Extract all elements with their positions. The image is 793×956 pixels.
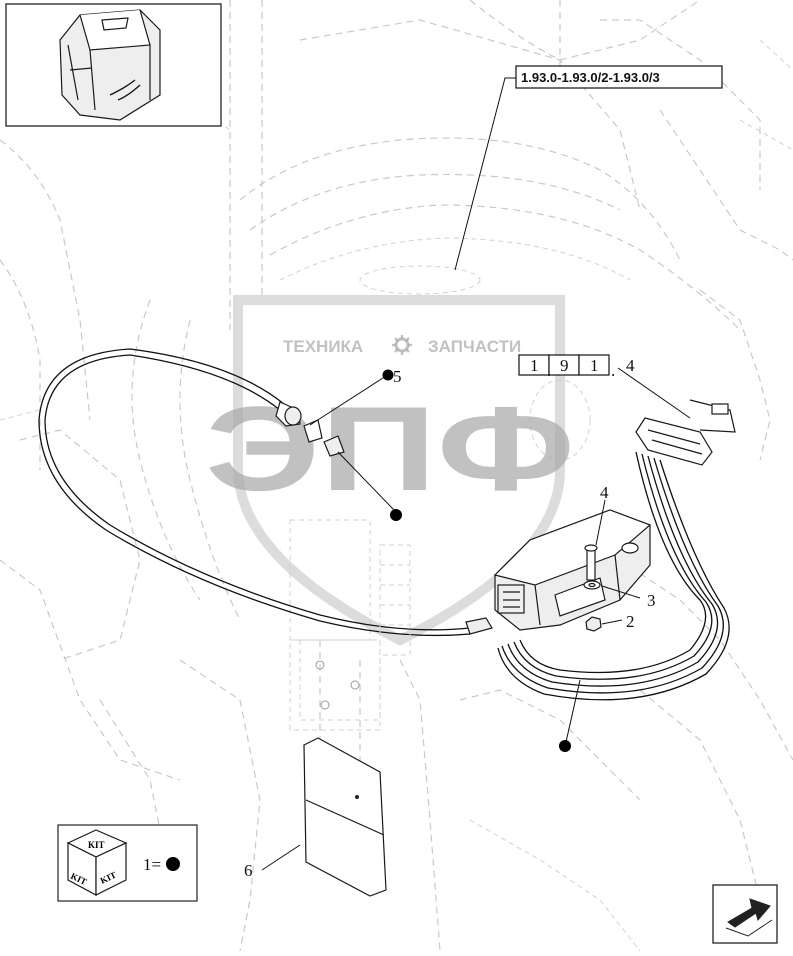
- svg-text:.: .: [611, 361, 615, 380]
- kit-cube-icon: KIT KIT KIT: [66, 829, 128, 897]
- ref-suffix: 4: [626, 356, 635, 375]
- svg-text:.: .: [547, 361, 551, 380]
- watermark-text-right: ЗАПЧАСТИ: [428, 337, 521, 356]
- callout-5: 5: [393, 367, 402, 386]
- sensor-cable: [38, 348, 493, 637]
- gear-icon: [392, 335, 412, 355]
- nut: 2: [585, 612, 635, 632]
- next-page-arrow-icon[interactable]: [712, 884, 778, 944]
- callout-6: 6: [244, 861, 253, 880]
- screw: 4: [584, 483, 609, 581]
- watermark-logo: ЭПФ: [205, 382, 575, 516]
- reference-label-mid: 1 9 1 . . 4: [518, 354, 691, 419]
- watermark-text-left: ТЕХНИКА: [283, 337, 363, 356]
- bracket-clip: 5: [303, 367, 402, 457]
- fuse-panel: [289, 544, 411, 731]
- kit-legend: KIT KIT KIT 1=: [57, 824, 198, 902]
- label-plate: 6: [244, 737, 387, 897]
- reference-label-top-text: 1.93.0-1.93.0/2-1.93.0/3: [521, 70, 660, 85]
- ref-box-1: 1: [530, 356, 539, 375]
- kit-equation: 1=: [143, 855, 161, 874]
- reference-label-top: 1.93.0-1.93.0/2-1.93.0/3: [454, 65, 723, 271]
- callout-4: 4: [600, 483, 609, 502]
- callout-2: 2: [626, 612, 635, 631]
- wiring-harness: [497, 451, 730, 701]
- callout-3: 3: [647, 591, 656, 610]
- thumbnail-cab-icon: [5, 3, 222, 127]
- kit-dot-lower: [559, 679, 581, 752]
- connector-block: [635, 399, 736, 466]
- watermark: ТЕХНИКА ЗАПЧАСТИ ЭПФ: [205, 295, 575, 646]
- ref-box-2: 9: [560, 356, 569, 375]
- washer: 3: [583, 580, 656, 610]
- kit-cube-top-label: KIT: [88, 840, 105, 850]
- kit-dot-upper: [337, 451, 402, 521]
- ref-box-3: 1: [590, 356, 599, 375]
